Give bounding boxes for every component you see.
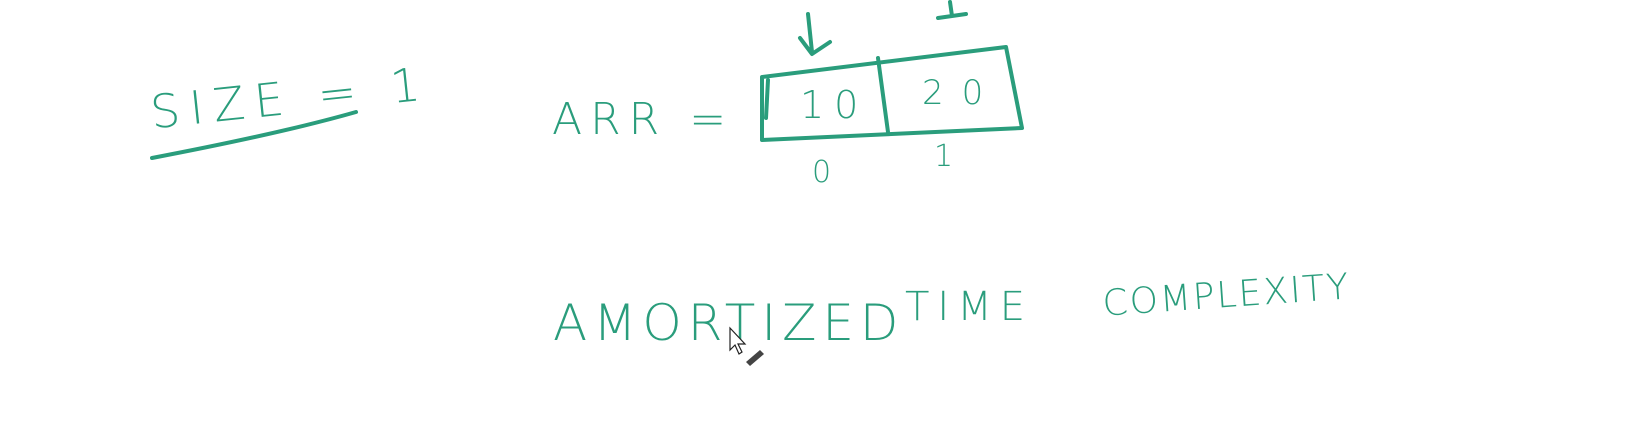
size-note-underline (150, 110, 358, 160)
amortized-heading: AMORTIZED TIME COMPLEXITY (553, 266, 1352, 352)
array-index-0: 0 (812, 155, 831, 190)
array-cell-divider (876, 56, 890, 134)
arrow-cursor-icon (729, 326, 747, 355)
heading-word-amortized: AMORTIZED (553, 294, 904, 352)
size-note-text: SIZE = 1 (148, 56, 433, 139)
heading-word-complexity: COMPLEXITY (1101, 266, 1352, 324)
pointer-mark-icon (936, 0, 968, 20)
heading-word-time: TIME (905, 284, 1033, 330)
pen-icon (746, 350, 764, 366)
array-diagram: 10 20 0 1 (760, 0, 1024, 190)
array-cell-0-value: 10 (800, 83, 868, 127)
array-label: ARR = (552, 94, 734, 145)
size-note: SIZE = 1 (148, 56, 433, 160)
pointer-arrow-icon (798, 12, 832, 56)
array-cell-1-value: 20 (922, 73, 1001, 113)
array-outline (760, 45, 1024, 142)
array-index-1: 1 (934, 139, 953, 174)
array-left-tick (764, 78, 770, 120)
